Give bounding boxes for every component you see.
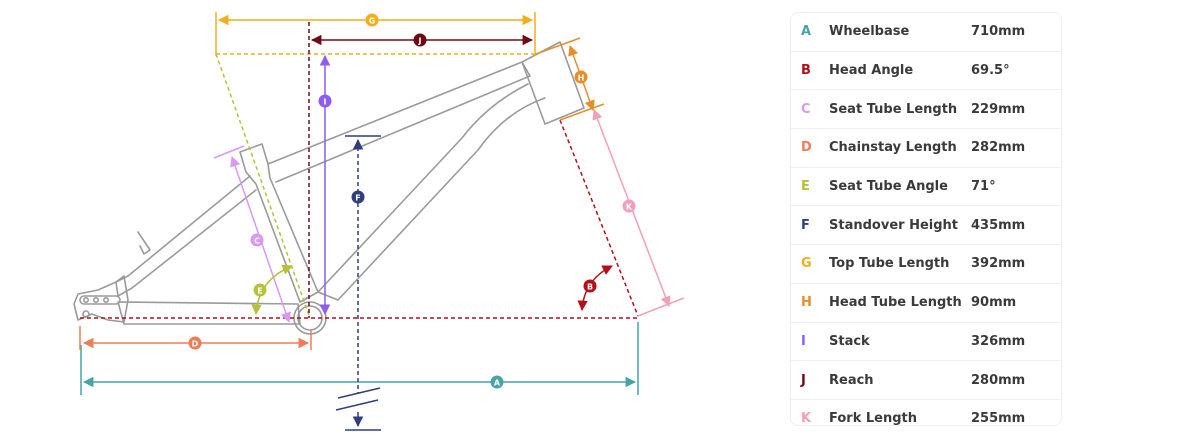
seat-tube-angle-dimension: E [215, 53, 311, 319]
spec-label: Head Angle [829, 63, 914, 79]
marker-c: C [254, 237, 260, 246]
spec-key: J [801, 372, 806, 388]
spec-key: H [801, 295, 812, 311]
spec-label: Standover Height [829, 217, 958, 233]
head-tube-length-dimension: H [535, 37, 605, 121]
spec-label: Head Tube Length [829, 295, 962, 311]
head-angle-dimension: B [80, 119, 639, 319]
spec-label: Stack [829, 333, 870, 349]
spec-key: G [801, 256, 812, 272]
spec-value: 90mm [971, 295, 1017, 311]
spec-label: Chainstay Length [829, 140, 957, 156]
spec-row-a: A Wheelbase 710mm [791, 13, 1061, 52]
marker-g: G [369, 17, 376, 26]
spec-label: Wheelbase [829, 24, 910, 40]
spec-row-i: I Stack 326mm [791, 323, 1061, 362]
spec-label: Fork Length [829, 411, 917, 427]
spec-label: Reach [829, 372, 874, 388]
chain-stay [117, 301, 301, 325]
standover-height-dimension: F [335, 135, 381, 431]
marker-b: B [587, 283, 593, 292]
marker-i: I [324, 98, 327, 107]
brake-mount [137, 231, 151, 255]
spec-row-h: H Head Tube Length 90mm [791, 284, 1061, 323]
marker-f: F [355, 194, 360, 203]
spec-value: 71° [971, 179, 996, 195]
rear-dropout [73, 275, 129, 323]
spec-key: I [801, 333, 806, 349]
marker-e: E [257, 287, 262, 296]
spec-value: 280mm [971, 372, 1026, 388]
marker-d: D [192, 340, 199, 349]
marker-a: A [494, 379, 501, 388]
spec-value: 326mm [971, 333, 1026, 349]
seat-tube [239, 143, 319, 303]
top-tube-length-dimension: G [215, 12, 536, 56]
wheelbase-dimension: A [80, 322, 639, 395]
spec-row-e: E Seat Tube Angle 71° [791, 168, 1061, 207]
spec-key: B [801, 63, 811, 79]
spec-key: K [801, 411, 812, 427]
reach-dimension: J [308, 22, 534, 318]
spec-value: 392mm [971, 256, 1026, 272]
spec-row-d: D Chainstay Length 282mm [791, 129, 1061, 168]
seat-tube-length-dimension: C [213, 145, 291, 323]
bike-frame-outline [73, 41, 585, 335]
spec-value: 255mm [971, 411, 1026, 427]
fork-length-dimension: K [592, 109, 685, 317]
spec-value: 710mm [971, 24, 1026, 40]
spec-key: E [801, 179, 810, 195]
spec-value: 435mm [971, 217, 1026, 233]
spec-key: A [801, 24, 812, 40]
spec-row-b: B Head Angle 69.5° [791, 52, 1061, 91]
marker-j: J [418, 37, 422, 46]
chainstay-length-dimension: D [79, 326, 312, 350]
spec-key: C [801, 101, 811, 117]
spec-value: 229mm [971, 101, 1026, 117]
spec-value: 69.5° [971, 63, 1010, 79]
spec-row-g: G Top Tube Length 392mm [791, 245, 1061, 284]
spec-label: Top Tube Length [829, 256, 950, 272]
stack-dimension: I [318, 54, 332, 316]
top-tube [267, 61, 531, 183]
geometry-spec-table: A Wheelbase 710mm B Head Angle 69.5° C S… [790, 12, 1062, 426]
dropout-slot [79, 295, 121, 305]
spec-key: F [801, 217, 810, 233]
spec-key: D [801, 140, 812, 156]
spec-label: Seat Tube Angle [829, 179, 948, 195]
spec-row-c: C Seat Tube Length 229mm [791, 90, 1061, 130]
spec-row-f: F Standover Height 435mm [791, 206, 1061, 246]
spec-label: Seat Tube Length [829, 101, 958, 117]
marker-h: H [578, 74, 585, 83]
marker-k: K [626, 203, 633, 212]
spec-row-j: J Reach 280mm [791, 361, 1061, 400]
frame-geometry-diagram: A B C D E F [73, 12, 685, 431]
spec-row-k: K Fork Length 255mm [791, 400, 1061, 438]
seat-stay [115, 175, 257, 297]
spec-value: 282mm [971, 140, 1026, 156]
